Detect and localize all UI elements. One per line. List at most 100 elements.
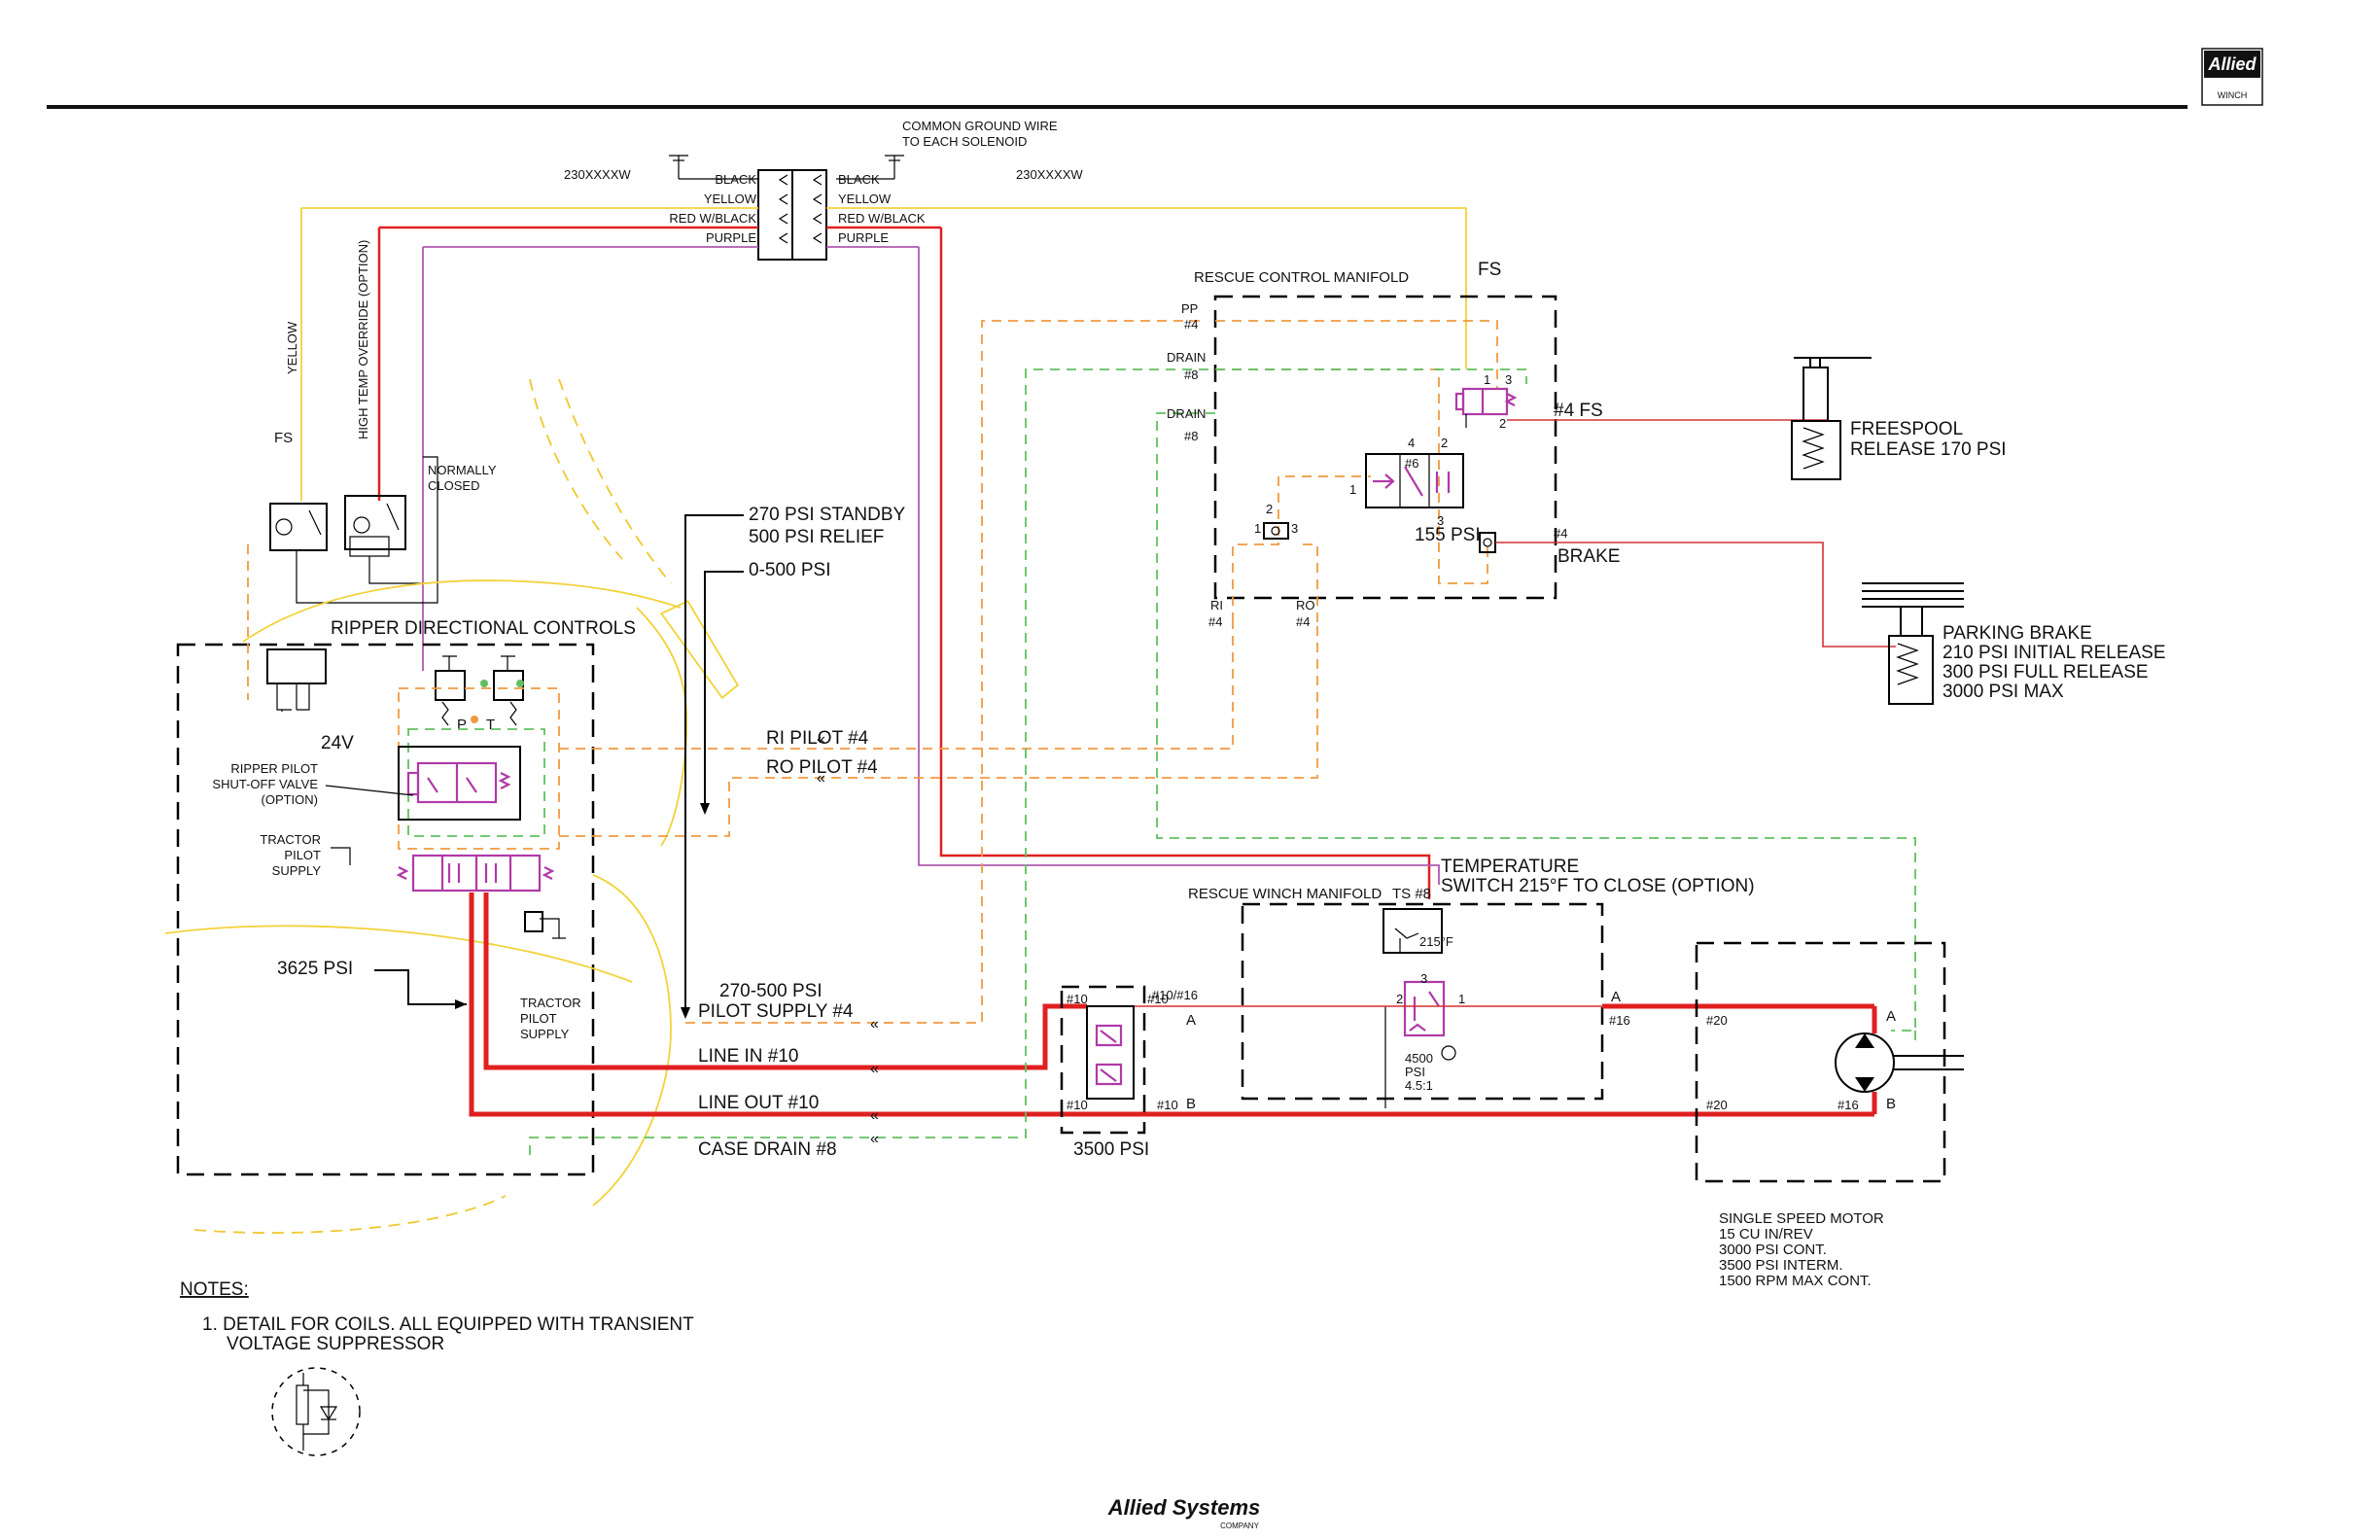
port-t: T (486, 717, 495, 733)
ts-label: TS #8 (1392, 886, 1431, 902)
fs-switch (269, 503, 328, 551)
tractor-pilot-tank-left (331, 847, 351, 865)
brake-port: #4 (1554, 526, 1567, 541)
relief-psi-2: PSI (1405, 1065, 1425, 1079)
ri-pilot-label: RI PILOT #4 (766, 728, 869, 749)
range-leader (704, 571, 744, 807)
wire-left-yellow: YELLOW (704, 192, 757, 206)
purple-to-temp-switch (918, 247, 1440, 885)
ri-flow-mark: « (817, 731, 825, 748)
temp-switch: 215°F (1382, 908, 1453, 954)
shuttle-n2: 2 (1266, 502, 1273, 516)
valve155-n3: 3 (1437, 513, 1444, 528)
valve155-n2: 2 (1441, 436, 1448, 450)
transient-suppressor-icon (271, 1367, 361, 1456)
ripper-pressure: 3625 PSI (277, 959, 353, 979)
allied-logo-header: Allied WINCH (2201, 48, 2263, 106)
winch-a16: #16 (1609, 1013, 1630, 1028)
tractor-pilot-left-3: SUPPLY (272, 863, 322, 878)
motor-b16: #16 (1838, 1098, 1859, 1112)
line-in-flow-mark: « (870, 1061, 879, 1077)
shutoff-label-3: (OPTION) (262, 792, 319, 807)
case-drain-line (529, 368, 1215, 1155)
tractor-outline (164, 378, 739, 1234)
pp-internal (1215, 320, 1498, 389)
port-p: P (457, 717, 467, 733)
yellow-wire-label: YELLOW (285, 321, 299, 374)
notes-item-1: 1. DETAIL FOR COILS. ALL EQUIPPED WITH T… (202, 1314, 694, 1335)
ripper-directional-valve (396, 854, 555, 892)
motor-spec-2: 15 CU IN/REV (1719, 1226, 1813, 1242)
tractor-pilot-left-2: PILOT (284, 848, 321, 862)
pp-size: #4 (1184, 317, 1198, 332)
shuttle-n3: 3 (1291, 521, 1298, 536)
rescue-control-manifold-box (1213, 295, 1558, 600)
wire-right-red: RED W/BLACK (838, 211, 926, 226)
standby-leader (684, 514, 744, 1011)
wire-left-red: RED W/BLACK (669, 211, 756, 226)
parking-brake-line3: 300 PSI FULL RELEASE (1942, 662, 2149, 682)
control-manifold-title: RESCUE CONTROL MANIFOLD (1194, 269, 1409, 286)
wire-right-purple: PURPLE (838, 230, 889, 245)
pilot-supply-label: PILOT SUPPLY #4 (698, 1001, 854, 1022)
freespool-actuator (1791, 357, 1872, 480)
parking-brake-line2: 210 PSI INITIAL RELEASE (1942, 643, 2166, 663)
shutoff-label-2: SHUT-OFF VALVE (212, 777, 318, 791)
pilot-reducing-valves: P T (435, 655, 524, 733)
notes-title: NOTES: (180, 1279, 249, 1300)
ground-note-1: COMMON GROUND WIRE (902, 119, 1058, 133)
parking-brake-actuator (1862, 582, 1964, 705)
ripper-relief-valve (524, 911, 566, 939)
pp-label: PP (1181, 301, 1198, 316)
valve155-psi: 155 PSI (1415, 525, 1481, 545)
motor-spec-5: 1500 RPM MAX CONT. (1719, 1273, 1872, 1289)
part-number-right: 230XXXXW (1016, 167, 1083, 182)
motor-a: A (1886, 1008, 1896, 1025)
override-label: HIGH TEMP OVERRIDE (OPTION) (356, 240, 370, 439)
ground-symbol-left (669, 155, 758, 180)
motor-b: B (1886, 1096, 1896, 1112)
port-b: B (1186, 1096, 1196, 1112)
parking-brake-line4: 3000 PSI MAX (1942, 682, 2064, 702)
motor-spec-3: 3000 PSI CONT. (1719, 1242, 1827, 1258)
temp-set-point: 215°F (1419, 934, 1453, 949)
tractor-pilot-left-1: TRACTOR (260, 832, 321, 847)
ro-pilot-label: RO PILOT #4 (766, 757, 878, 778)
freespool-line1: FREESPOOL (1850, 419, 1963, 439)
logo-sub: WINCH (2218, 90, 2248, 100)
brake-check-ball (1483, 538, 1492, 547)
drain1-size: #8 (1184, 368, 1198, 382)
crossover-psi: 3500 PSI (1073, 1139, 1149, 1160)
red-to-temp-switch (939, 228, 1431, 899)
wiring-harness: COMMON GROUND WIRE TO EACH SOLENOID 230X… (269, 119, 1467, 899)
drain2-label: DRAIN (1167, 406, 1206, 421)
manifold-drain-line (1156, 412, 1916, 1032)
motor-spec-1: SINGLE SPEED MOTOR (1719, 1210, 1884, 1227)
ripper-shutoff-valve (398, 746, 521, 821)
crossover-relief-box (1060, 985, 1146, 1135)
drain2-size: #8 (1184, 429, 1198, 443)
valve155-n4: 4 (1408, 436, 1415, 450)
drain1-label: DRAIN (1167, 350, 1206, 365)
ri-pilot-line (559, 622, 1234, 750)
pilot-supply-flow-mark: « (870, 1016, 879, 1032)
port-a: A (1186, 1012, 1196, 1029)
control-manifold-fs: FS (1478, 260, 1501, 280)
shutoff-leader (325, 785, 414, 796)
ro-label: RO (1296, 598, 1315, 612)
case-drain-label: CASE DRAIN #8 (698, 1139, 837, 1160)
standby-arrow (681, 1007, 690, 1019)
ri-size: #4 (1208, 614, 1222, 629)
winch-a-out: A (1611, 989, 1621, 1005)
tractor-pilot-right-2: PILOT (520, 1011, 557, 1026)
wire-left-purple: PURPLE (706, 230, 756, 245)
relief-n3: 3 (1420, 971, 1427, 986)
relief-psi-1: 4500 (1405, 1051, 1433, 1066)
rescue-winch-manifold-box (1241, 902, 1604, 1101)
motor-b20: #20 (1706, 1098, 1728, 1112)
pressure-valve-155: 4 2 #6 1 3 (1349, 436, 1464, 528)
line-in-label: LINE IN #10 (698, 1046, 799, 1067)
ro-pilot-line (559, 622, 1318, 837)
winch-manifold-title: RESCUE WINCH MANIFOLD (1188, 886, 1382, 902)
